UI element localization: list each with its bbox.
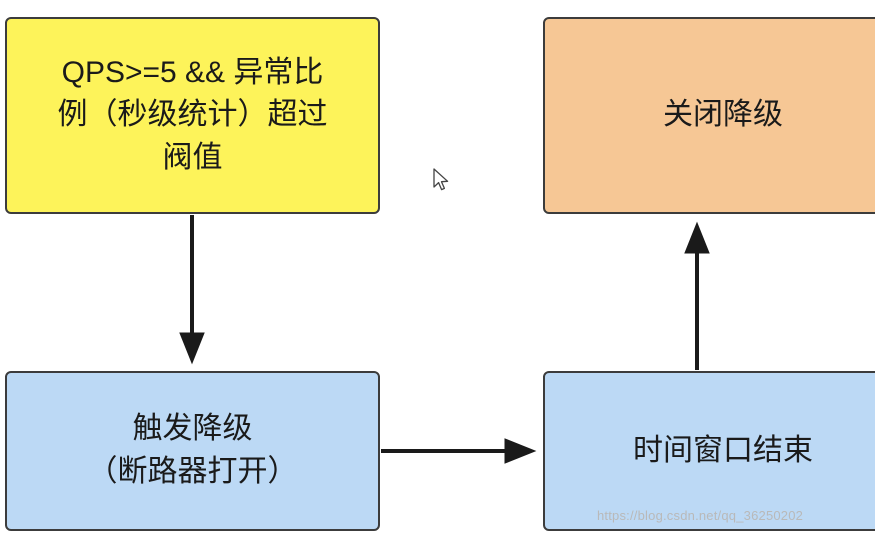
mouse-pointer-icon — [433, 168, 449, 191]
node-close-label: 关闭降级 — [663, 98, 783, 132]
node-trigger-label: 触发降级 （断路器打开） — [87, 412, 298, 488]
node-condition[interactable]: QPS>=5 && 异常比 例（秒级统计）超过 阀值 — [5, 17, 380, 214]
node-condition-label: QPS>=5 && 异常比 例（秒级统计）超过 阀值 — [57, 55, 328, 174]
node-trigger[interactable]: 触发降级 （断路器打开） — [5, 371, 380, 531]
node-window[interactable]: 时间窗口结束 — [543, 371, 875, 531]
watermark: https://blog.csdn.net/qq_36250202 — [597, 508, 804, 523]
node-window-label: 时间窗口结束 — [633, 433, 813, 467]
node-close[interactable]: 关闭降级 — [543, 17, 875, 214]
